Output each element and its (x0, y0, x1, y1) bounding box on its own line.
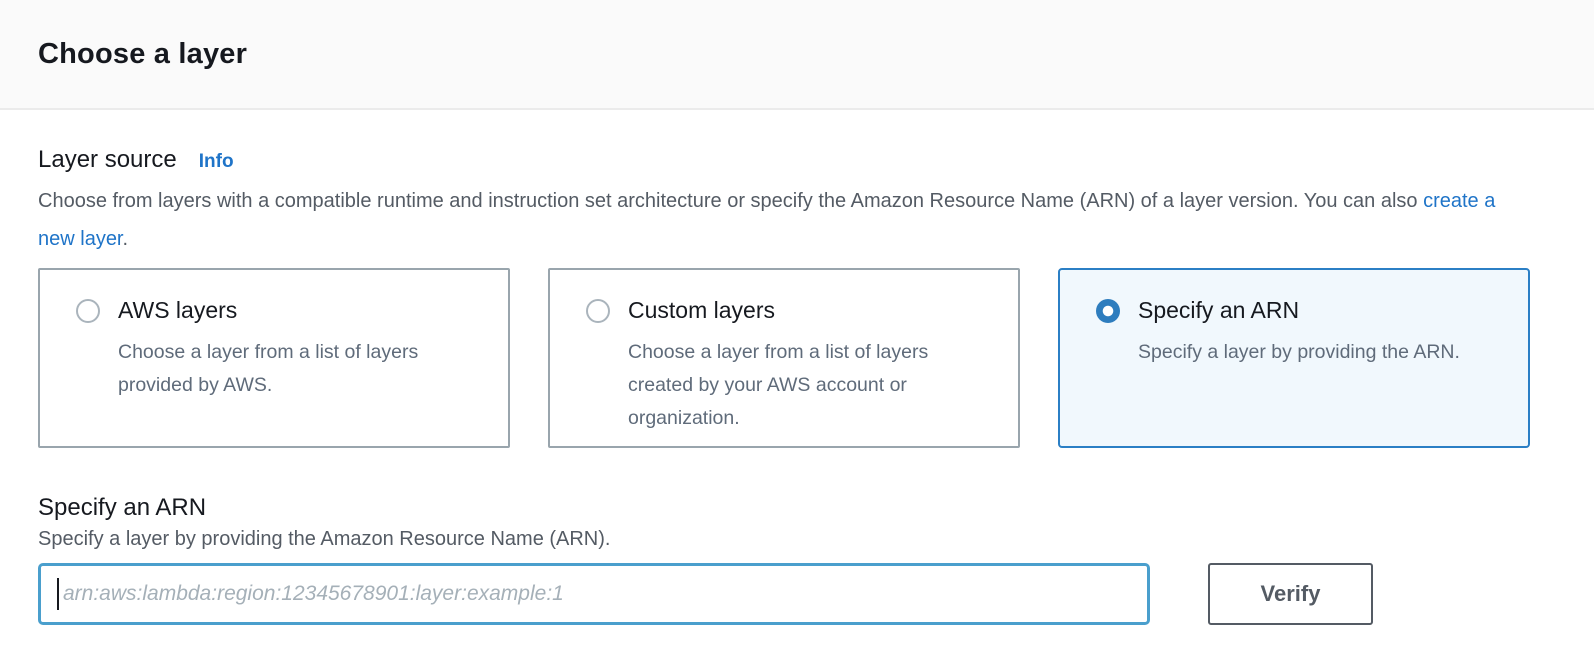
info-link[interactable]: Info (198, 151, 234, 172)
option-title: AWS layers (118, 297, 238, 323)
text-caret (57, 578, 59, 610)
layer-source-options: AWS layers Choose a layer from a list of… (38, 268, 1530, 448)
option-title: Custom layers (628, 297, 775, 323)
radio-checked-icon[interactable] (1096, 298, 1120, 323)
option-card-specify-arn[interactable]: Specify an ARN Specify a layer by provid… (1058, 268, 1530, 448)
radio-unchecked-icon[interactable] (586, 298, 610, 323)
option-card-aws-layers[interactable]: AWS layers Choose a layer from a list of… (38, 268, 510, 448)
radio-unchecked-icon[interactable] (76, 298, 100, 323)
arn-input-row: Verify (38, 563, 1530, 625)
option-description: Choose a layer from a list of layers cre… (628, 341, 929, 429)
layer-source-description: Choose from layers with a compatible run… (38, 182, 1498, 258)
page-title: Choose a layer (38, 37, 248, 70)
option-description: Choose a layer from a list of layers pro… (118, 341, 419, 396)
option-description: Specify a layer by providing the ARN. (1138, 341, 1460, 363)
verify-button[interactable]: Verify (1208, 563, 1373, 625)
option-title-row: AWS layers (76, 297, 484, 324)
option-card-custom-layers[interactable]: Custom layers Choose a layer from a list… (548, 268, 1020, 448)
arn-input-wrapper (38, 563, 1150, 625)
panel-header: Choose a layer (0, 0, 1594, 110)
layer-source-label-row: Layer source Info (38, 146, 1530, 174)
panel-content: Layer source Info Choose from layers wit… (0, 110, 1594, 625)
arn-section-title: Specify an ARN (38, 494, 207, 521)
option-title-row: Specify an ARN (1096, 297, 1504, 324)
description-text-after-link: . (122, 228, 129, 250)
option-title: Specify an ARN (1138, 297, 1300, 323)
arn-section-description: Specify a layer by providing the Amazon … (38, 528, 611, 550)
layer-source-label: Layer source (38, 146, 177, 173)
arn-input[interactable] (38, 563, 1150, 625)
option-title-row: Custom layers (586, 297, 994, 324)
create-new-layer-link[interactable]: create a new layer (38, 190, 1496, 250)
description-text-before-link: Choose from layers with a compatible run… (38, 190, 1424, 212)
